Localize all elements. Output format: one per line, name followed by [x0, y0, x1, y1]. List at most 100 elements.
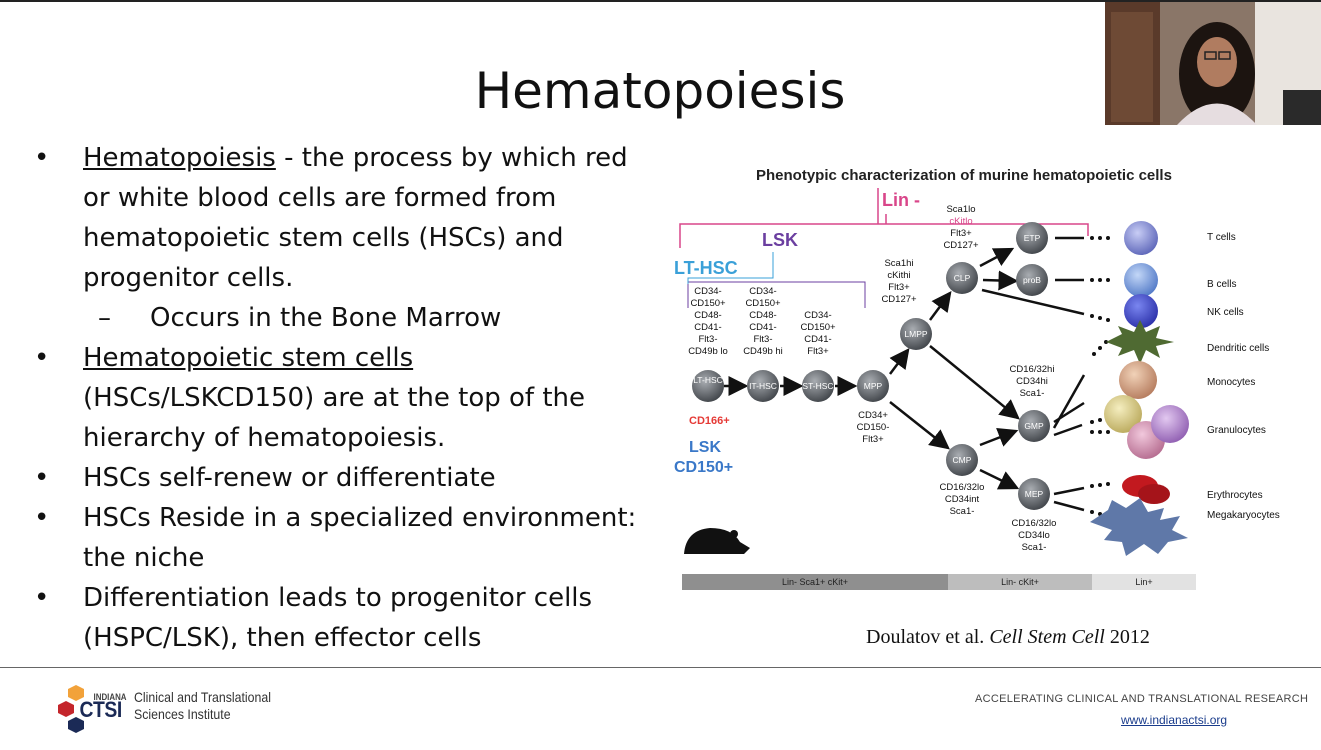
mouse-ear-icon — [730, 530, 738, 538]
bullet-marker: • — [34, 583, 50, 613]
webcam-thumbnail[interactable] — [1105, 2, 1321, 125]
marker-mpp-0: CD34+ — [858, 410, 888, 421]
bullet-lead-term: Hematopoietic stem cells — [83, 343, 414, 373]
node-mpp-label: MPP — [864, 381, 883, 391]
lthsc-label: LT-HSC — [674, 258, 738, 278]
output-label-nk-cells: NK cells — [1207, 307, 1244, 318]
bar-segment-lin-ckit — [948, 574, 1092, 590]
footer-tagline: ACCELERATING CLINICAL AND TRANSLATIONAL … — [975, 693, 1309, 705]
bullet-item: • Differentiation leads to progenitor ce… — [30, 578, 660, 658]
bullet-marker: • — [34, 503, 50, 533]
bar-segment-lin-plus — [1092, 574, 1196, 590]
sub-bullet-item: – Occurs in the Bone Marrow — [30, 298, 660, 338]
bullet-text: Differentiation leads to progenitor cell… — [83, 583, 593, 653]
footer-org-line2: Sciences Institute — [134, 706, 231, 722]
bullet-item: • Hematopoietic stem cells (HSCs/LSKCD15… — [30, 338, 660, 458]
node-mep — [1018, 478, 1050, 510]
cd166-label: CD166+ — [689, 415, 730, 427]
marker-lthsc-3: CD41- — [694, 322, 721, 333]
marker-mep-2: Sca1- — [1022, 542, 1047, 553]
marker-clp-0: Sca1lo — [946, 204, 975, 215]
marker-sthsc-1: CD150+ — [800, 322, 836, 333]
marker-lthsc-2: CD48- — [694, 310, 721, 321]
marker-lthsc-4: Flt3- — [699, 334, 718, 345]
marker-clp-2: Flt3+ — [950, 228, 972, 239]
marker-mep-1: CD34lo — [1018, 530, 1050, 541]
node-gmp — [1018, 410, 1050, 442]
marker-lmpp-1: cKithi — [887, 270, 910, 281]
node-mpp — [857, 370, 889, 402]
bullet-item: • HSCs Reside in a specialized environme… — [30, 498, 660, 578]
ctsi-logo-icon — [58, 685, 84, 733]
node-cmp — [946, 444, 978, 476]
lineage-arrows — [724, 247, 1020, 490]
marker-cmp-2: Sca1- — [950, 506, 975, 517]
node-gmp-label: GMP — [1024, 421, 1044, 431]
dendritic-cell-image — [1106, 320, 1174, 364]
output-label-b-cells: B cells — [1207, 279, 1236, 290]
marker-gmp-1: CD34hi — [1016, 376, 1048, 387]
output-label-megakaryocytes: Megakaryocytes — [1207, 510, 1280, 521]
granulocyte-image-3 — [1151, 405, 1189, 443]
diagram-title: Phenotypic characterization of murine he… — [756, 167, 1172, 184]
output-label-monocytes: Monocytes — [1207, 377, 1255, 388]
marker-lthsc-5: CD49b lo — [688, 346, 728, 357]
bullet-text: (HSCs/LSKCD150) are at the top of the hi… — [83, 383, 585, 453]
marker-lthsc-1: CD150+ — [690, 298, 726, 309]
node-st-hsc — [802, 370, 834, 402]
marker-ithsc-0: CD34- — [749, 286, 776, 297]
lsk-cd150-label-line2: CD150+ — [674, 459, 733, 476]
citation-year: 2012 — [1109, 626, 1150, 648]
footer-org-line1: Clinical and Translational — [134, 689, 271, 705]
output-label-granulocytes: Granulocytes — [1207, 425, 1266, 436]
lsk-label: LSK — [762, 230, 798, 250]
lsk-bracket — [687, 281, 866, 308]
bullet-marker: • — [34, 143, 50, 173]
node-etp-label: ETP — [1024, 233, 1041, 243]
marker-ithsc-1: CD150+ — [745, 298, 781, 309]
monocyte-image — [1119, 361, 1157, 399]
marker-cmp-1: CD34int — [945, 494, 980, 505]
footer-brand-big: CTSI — [79, 697, 122, 722]
node-clp — [946, 262, 978, 294]
node-lt-hsc-label: LT-HSC — [693, 375, 723, 385]
footer-org: INDIANA CTSI Clinical and Translational … — [79, 689, 271, 723]
bullet-marker: • — [34, 343, 50, 373]
marker-clp-1: cKitlo — [949, 216, 972, 227]
lin-bracket — [679, 214, 1089, 248]
marker-gmp-2: Sca1- — [1020, 388, 1045, 399]
bar-label-lsk: Lin- Sca1+ cKit+ — [782, 577, 848, 587]
sub-bullet-text: Occurs in the Bone Marrow — [150, 303, 502, 333]
erythrocyte-image-2 — [1138, 484, 1170, 504]
marker-clp-3: CD127+ — [943, 240, 979, 251]
footer-url-link[interactable]: www.indianactsi.org — [1121, 713, 1228, 727]
footer-divider — [0, 667, 1321, 668]
lineage-nodes: LT-HSC IT-HSC ST-HSC MPP LMPP CLP ETP pr… — [692, 222, 1050, 510]
marker-ithsc-5: CD49b hi — [743, 346, 783, 357]
node-prob — [1016, 264, 1048, 296]
marker-ithsc-4: Flt3- — [754, 334, 773, 345]
nk-cell-image — [1124, 294, 1158, 328]
bar-label-lin-ckit: Lin- cKit+ — [1001, 577, 1039, 587]
node-it-hsc-label: IT-HSC — [749, 381, 777, 391]
mature-cells — [1090, 221, 1189, 556]
node-it-hsc — [747, 370, 779, 402]
output-label-erythrocytes: Erythrocytes — [1207, 490, 1263, 501]
marker-lmpp-0: Sca1hi — [884, 258, 913, 269]
output-label-dendritic-cells: Dendritic cells — [1207, 343, 1269, 354]
node-mep-label: MEP — [1025, 489, 1044, 499]
marker-lthsc-0: CD34- — [694, 286, 721, 297]
marker-ithsc-2: CD48- — [749, 310, 776, 321]
terminal-dots — [1090, 236, 1110, 518]
node-prob-label: proB — [1023, 275, 1041, 285]
citation-journal: Cell Stem Cell — [989, 626, 1105, 648]
lsk-cd150-label-line1: LSK — [689, 439, 721, 456]
bullet-list: • Hematopoiesis - the process by which r… — [30, 138, 660, 658]
lthsc-bracket — [687, 252, 774, 284]
marker-mep-0: CD16/32lo — [1012, 518, 1057, 529]
diagram-canvas: Phenotypic characterization of murine he… — [674, 167, 1280, 590]
node-clp-label: CLP — [954, 273, 971, 283]
footer-brand-small: INDIANA — [93, 692, 127, 702]
marker-ithsc-3: CD41- — [749, 322, 776, 333]
output-label-t-cells: T cells — [1207, 232, 1236, 243]
